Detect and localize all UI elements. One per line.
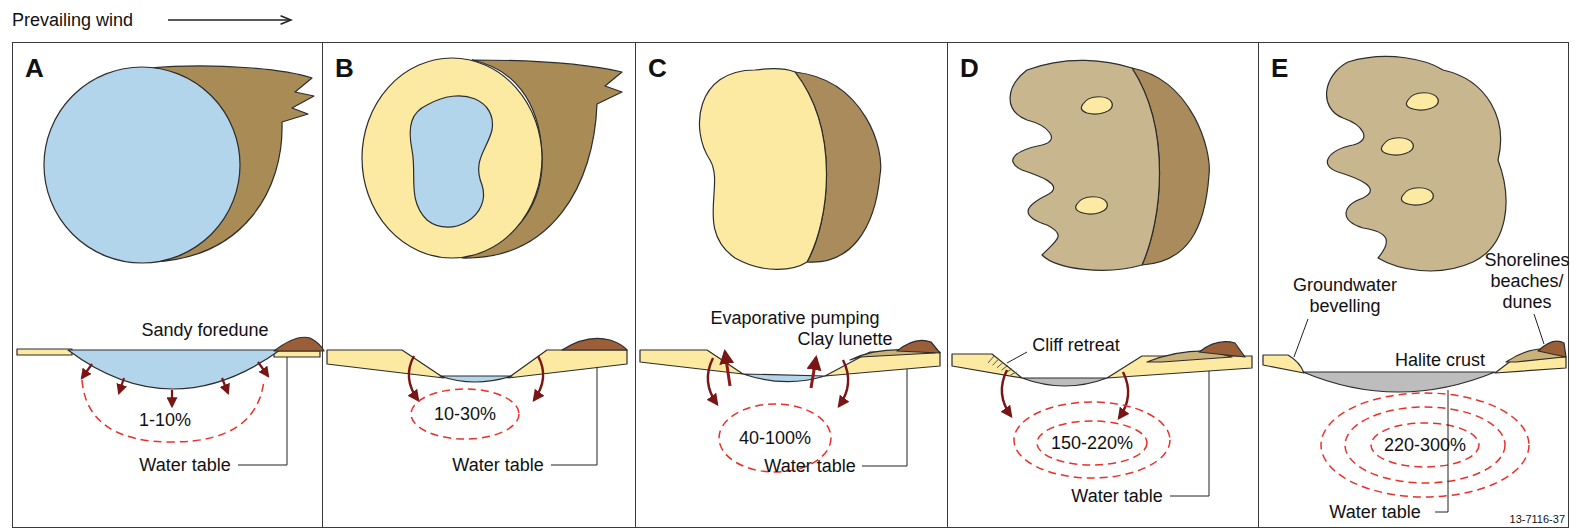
direction-label: Prevailing wind [12, 10, 133, 31]
leader-label: Water table [452, 455, 543, 476]
feature-label: Sandy foredune [141, 320, 268, 341]
stage-letter: C [636, 43, 667, 81]
stage-letter: A [13, 43, 44, 81]
stage-b-figure [327, 58, 627, 465]
percentage-label: 220-300% [1384, 435, 1466, 456]
stage-d-figure [952, 60, 1252, 496]
leader-label: Water table [139, 455, 230, 476]
stage-letter: B [323, 43, 354, 81]
percentage-label: 1-10% [139, 410, 191, 431]
stage-letter: E [1259, 43, 1288, 81]
stage-panel: C [635, 42, 948, 528]
feature-label: Groundwater bevelling [1287, 275, 1403, 317]
stage-panel: D [947, 42, 1259, 528]
figure-code: 13-7116-37 [1510, 513, 1565, 526]
feature-label: Clay lunette [797, 329, 892, 350]
stage-a-figure [17, 66, 324, 465]
stage-e-figure [1263, 57, 1566, 512]
stage-letter: D [948, 43, 979, 81]
leader-label: Water table [1329, 502, 1420, 523]
leader-label: Water table [1071, 486, 1162, 507]
percentage-label: 10-30% [434, 404, 496, 425]
feature-label: Halite crust [1395, 350, 1485, 371]
stage-panel: B [322, 42, 636, 528]
percentage-label: 40-100% [739, 428, 811, 449]
percentage-label: 150-220% [1051, 433, 1133, 454]
process-label: Evaporative pumping [710, 308, 879, 329]
leader-label: Water table [764, 456, 855, 477]
wind-arrow [168, 19, 290, 21]
stage-panel: E [1258, 42, 1569, 528]
stage-panel: A [12, 42, 323, 528]
feature-label: Cliff retreat [1032, 335, 1120, 356]
feature-label: Shorelines beaches/ dunes [1483, 250, 1571, 313]
stage-c-figure [640, 69, 940, 472]
